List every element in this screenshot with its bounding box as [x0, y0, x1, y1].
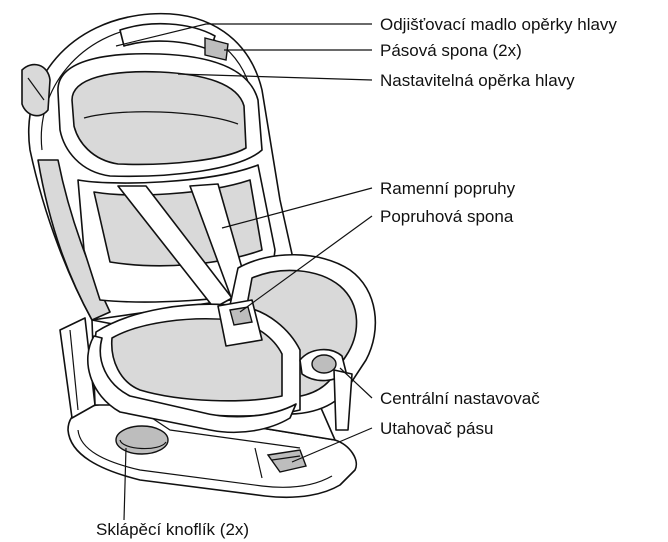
label-recline-button: Sklápěcí knoflík (2x) — [96, 520, 249, 539]
recline-button[interactable] — [116, 426, 168, 454]
label-headrest-release: Odjišťovací madlo opěrky hlavy — [380, 15, 617, 34]
label-headrest: Nastavitelná opěrka hlavy — [380, 71, 575, 90]
label-belt-clip: Pásová spona (2x) — [380, 41, 522, 60]
label-central-adjuster: Centrální nastavovač — [380, 389, 540, 408]
headrest[interactable] — [58, 54, 262, 177]
label-shoulder-straps: Ramenní popruhy — [380, 179, 516, 198]
label-belt-tensioner: Utahovač pásu — [380, 419, 493, 438]
label-buckle: Popruhová spona — [380, 207, 514, 226]
side-wing — [22, 65, 50, 116]
